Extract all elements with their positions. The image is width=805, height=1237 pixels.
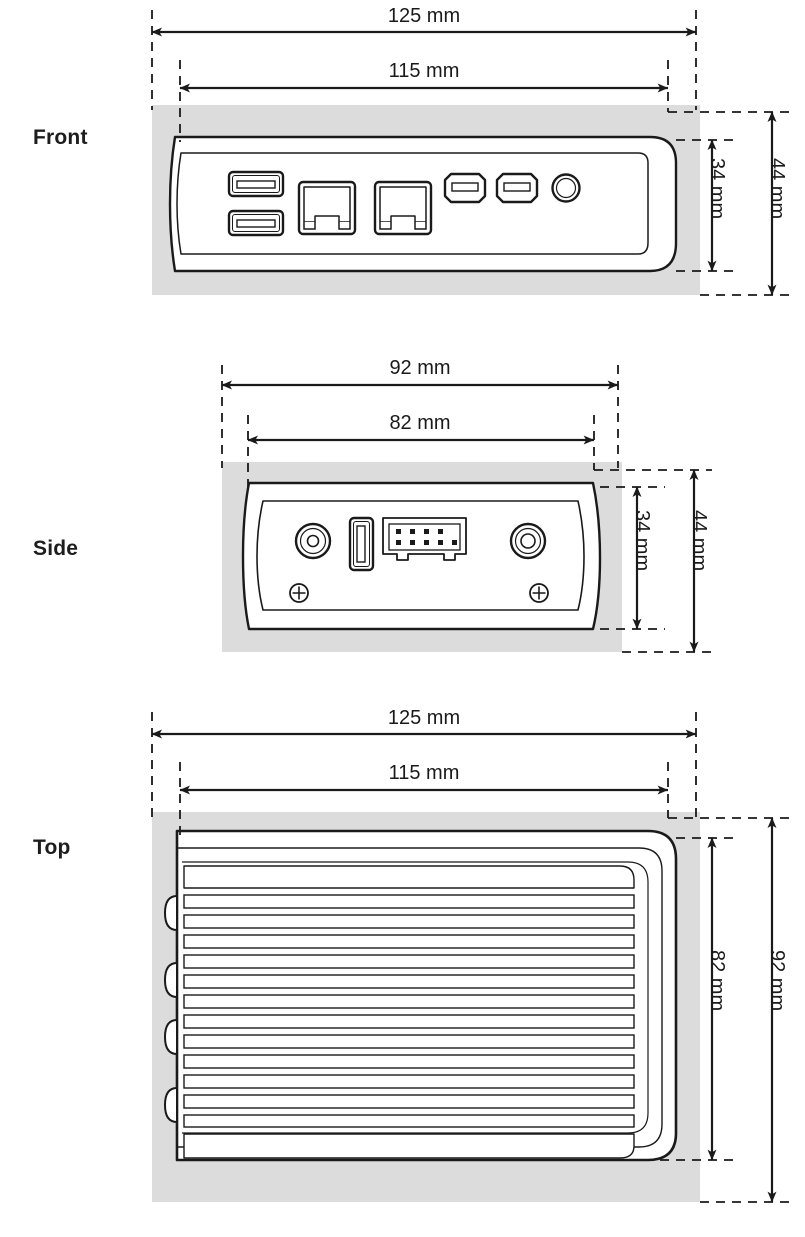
side-tab-2: [163, 961, 178, 999]
side-dimension-arrows: [221, 380, 699, 653]
side-outer-width-dimension: 92 mm: [389, 357, 451, 379]
usb-a-port-bottom-icon: [227, 209, 285, 237]
top-inner-width-dimension: 115 mm: [388, 762, 460, 784]
side-tab-3: [163, 1018, 178, 1056]
screw-left-icon: [289, 583, 309, 603]
top-inner-outline: [177, 847, 663, 1148]
top-outer-width-dimension: 125 mm: [387, 707, 461, 729]
usb-a-port-top-icon: [227, 170, 285, 198]
view-label-top: Top: [33, 836, 71, 859]
antenna-connector-left-icon: [294, 522, 332, 560]
side-tab-1: [163, 894, 178, 932]
power-jack-icon: [551, 173, 581, 203]
rj45-port-left-icon: [297, 180, 357, 236]
side-inner-height-dimension: 34 mm: [631, 510, 653, 572]
side-view-group: [221, 365, 712, 653]
top-outer-depth-dimension: 92 mm: [766, 950, 788, 1012]
screw-right-icon: [529, 583, 549, 603]
top-inner-depth-dimension: 82 mm: [706, 950, 728, 1012]
top-view-group: [151, 712, 790, 1203]
top-vent-slots: [183, 865, 635, 1159]
rj45-port-right-icon: [373, 180, 433, 236]
side-bezel: [256, 500, 585, 611]
front-inner-width-dimension: 115 mm: [388, 60, 460, 82]
antenna-connector-right-icon: [509, 522, 547, 560]
view-label-front: Front: [33, 126, 88, 149]
front-dimension-arrows: [151, 27, 777, 296]
side-usb-a-port-icon: [348, 516, 375, 572]
side-inner-width-dimension: 82 mm: [389, 412, 451, 434]
top-dimension-arrows: [151, 729, 777, 1203]
side-outer-height-dimension: 44 mm: [688, 510, 710, 572]
top-side-tabs: [163, 894, 178, 1124]
pin-header-connector-icon: [382, 517, 467, 561]
front-inner-height-dimension: 34 mm: [706, 158, 728, 220]
front-outer-height-dimension: 44 mm: [766, 158, 788, 220]
front-view-group: [151, 10, 790, 296]
view-label-side: Side: [33, 537, 79, 560]
top-vent-frame: [182, 861, 649, 1134]
side-tab-4: [163, 1086, 178, 1124]
front-outer-width-dimension: 125 mm: [387, 5, 461, 27]
mini-usb-port-right-icon: [495, 172, 539, 204]
mini-usb-port-left-icon: [443, 172, 487, 204]
